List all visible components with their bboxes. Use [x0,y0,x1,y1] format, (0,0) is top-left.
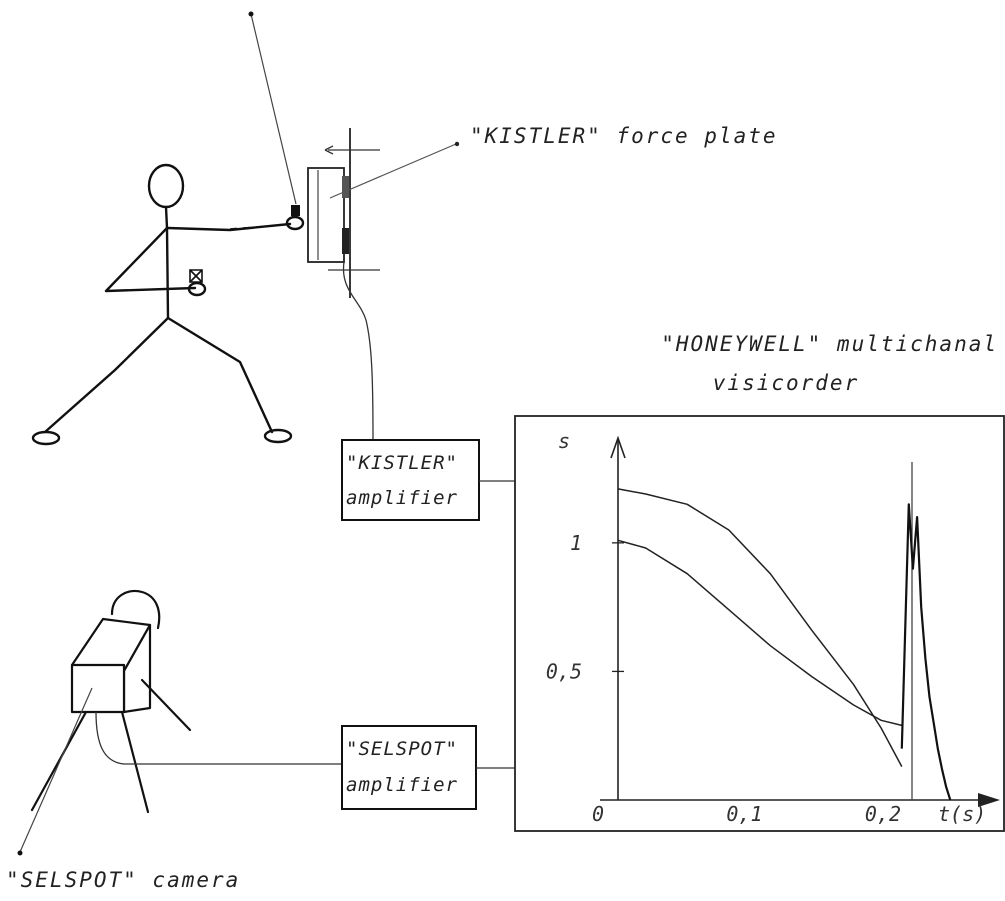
selspot-amplifier-box: "SELSPOT" amplifier [341,725,477,810]
figure-right-foot [263,428,293,444]
marker-pointer-dot [248,11,254,17]
visicorder-panel [514,415,1005,832]
x-tick-label-0: 0 [592,802,604,826]
camera-cable [95,711,342,765]
figure-neck [164,205,169,230]
x-tick-label-2: 0,2 [865,802,901,826]
selspot-amplifier-label-2: amplifier [346,774,458,796]
selspot-amplifier-label-1: "SELSPOT" [346,738,458,760]
figure-left-foot [31,430,61,446]
kistler-amplifier-label-1: "KISTLER" [346,452,458,474]
camera-leader-line [19,687,93,853]
figure-right-fist [285,215,305,231]
chart-x-axis-arrow [978,793,1000,807]
y-tick-label-1: 1 [570,531,582,555]
stick-figure-athlete [31,163,305,446]
marker-waist-icon [189,269,203,283]
series-line-2 [900,503,952,801]
series-line-1 [617,539,902,727]
chart-y-label: s [558,429,570,453]
punch-trajectory-dashed-line [229,224,284,230]
force-plate-label: "KISTLER" force plate [470,124,778,148]
figure-left-leg [43,316,170,434]
kistler-amplifier-label-2: amplifier [346,487,458,509]
camera-leg-2 [120,710,150,814]
selspot-camera-icon [30,589,192,814]
chart-series-layer [612,488,952,801]
force-plate-body [307,167,345,263]
force-plate-device [307,128,380,298]
camera-front-face [70,663,126,714]
chart-x-label: t(s) [938,802,986,826]
force-plate-cable [342,261,374,441]
chart-y-axis-arrow [610,435,626,459]
visicorder-label-2: visicorder [713,371,859,395]
camera-reel [110,589,161,630]
force-plate-leader-line [329,143,457,199]
marker-hand-icon [291,205,300,216]
series-line-0 [617,488,903,767]
figure-left-arm [104,226,197,293]
figure-head [147,163,185,209]
visicorder-label-1: "HONEYWELL" multichanal [661,332,998,356]
x-tick-label-1: 0,1 [726,802,762,826]
camera-label: "SELSPOT" camera [6,868,240,892]
camera-leg-3 [140,678,192,732]
figure-right-leg [166,316,274,434]
kistler-amplifier-box: "KISTLER" amplifier [341,439,480,521]
camera-leg-1 [30,710,88,812]
visicorder-chart: s t(s) 0 0,1 0,2 0,5 1 [546,429,1000,826]
figure-left-fist [187,281,207,297]
y-tick-label-0: 0,5 [546,659,582,683]
figure-torso [165,226,170,320]
figure-right-arm [166,222,292,232]
marker-pointer-line [250,13,297,205]
